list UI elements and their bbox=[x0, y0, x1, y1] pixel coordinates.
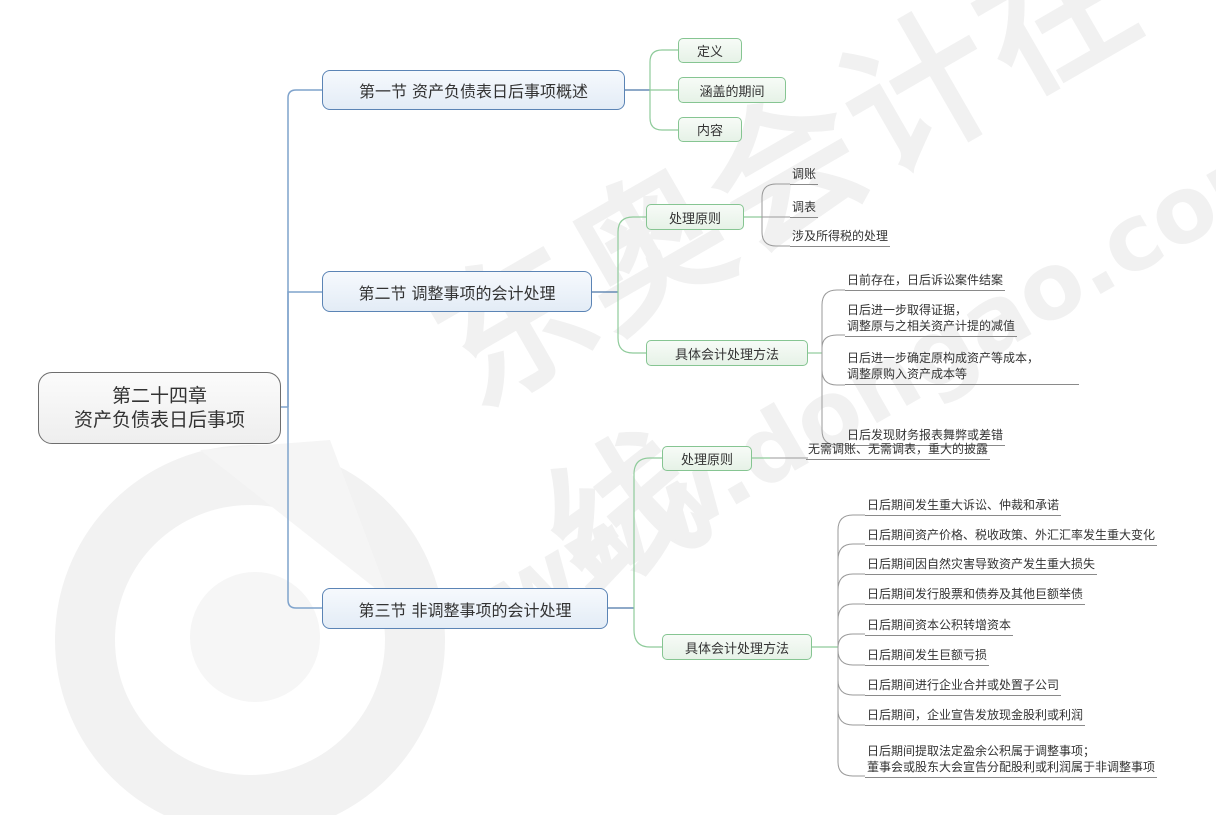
leaf-major-litigation[interactable]: 日后期间发生重大诉讼、仲裁和承诺 bbox=[865, 497, 1062, 516]
section-3-methods[interactable]: 具体会计处理方法 bbox=[662, 634, 812, 660]
section-1-title: 第一节 资产负债表日后事项概述 bbox=[358, 82, 589, 101]
leaf-impairment-evidence[interactable]: 日后进一步取得证据， 调整原与之相关资产计提的减值 bbox=[845, 302, 1018, 337]
leaf-income-tax[interactable]: 涉及所得税的处理 bbox=[790, 228, 891, 247]
leaf-adjust-accounts[interactable]: 调账 bbox=[790, 166, 819, 185]
section-1-child-content[interactable]: 内容 bbox=[678, 117, 742, 142]
root-title-line2: 资产负债表日后事项 bbox=[73, 409, 245, 431]
leaf-capital-reserve[interactable]: 日后期间资本公积转增资本 bbox=[865, 617, 1014, 636]
section-1-child-period[interactable]: 涵盖的期间 bbox=[678, 77, 786, 103]
leaf-disclosure-only[interactable]: 无需调账、无需调表，重大的披露 bbox=[806, 441, 991, 460]
subtopic-label: 内容 bbox=[696, 124, 723, 139]
section-2-topic[interactable]: 第二节 调整事项的会计处理 bbox=[322, 271, 592, 312]
subtopic-label: 具体会计处理方法 bbox=[674, 347, 779, 363]
leaf-huge-loss[interactable]: 日后期间发生巨额亏损 bbox=[865, 647, 990, 666]
section-2-principle[interactable]: 处理原则 bbox=[646, 204, 744, 230]
section-2-title: 第二节 调整事项的会计处理 bbox=[358, 283, 556, 303]
root-title-line1: 第二十四章 bbox=[111, 385, 207, 407]
subtopic-label: 涵盖的期间 bbox=[699, 84, 765, 100]
subtopic-label: 处理原则 bbox=[680, 453, 733, 468]
leaf-asset-cost[interactable]: 日后进一步确定原构成资产等成本， 调整原购入资产成本等 bbox=[845, 350, 1080, 385]
leaf-natural-disaster[interactable]: 日后期间因自然灾害导致资产发生重大损失 bbox=[865, 556, 1098, 575]
section-1-child-definition[interactable]: 定义 bbox=[678, 38, 742, 63]
subtopic-label: 具体会计处理方法 bbox=[684, 641, 789, 657]
section-1-topic[interactable]: 第一节 资产负债表日后事项概述 bbox=[322, 70, 625, 110]
section-3-title: 第三节 非调整事项的会计处理 bbox=[358, 600, 572, 620]
subtopic-label: 定义 bbox=[696, 45, 723, 60]
leaf-merger-disposal[interactable]: 日后期间进行企业合并或处置子公司 bbox=[865, 677, 1062, 696]
root-topic[interactable]: 第二十四章 资产负债表日后事项 bbox=[38, 372, 281, 444]
subtopic-label: 处理原则 bbox=[668, 211, 721, 227]
leaf-price-tax-fx-change[interactable]: 日后期间资产价格、税收政策、外汇汇率发生重大变化 bbox=[865, 527, 1158, 546]
leaf-fraud-error[interactable]: 日后发现财务报表舞弊或差错 bbox=[845, 427, 1006, 446]
leaf-issue-stock-bond[interactable]: 日后期间发行股票和债券及其他巨额举债 bbox=[865, 586, 1086, 605]
section-3-topic[interactable]: 第三节 非调整事项的会计处理 bbox=[322, 588, 608, 629]
leaf-lawsuit-settled[interactable]: 日前存在，日后诉讼案件结案 bbox=[845, 272, 1006, 291]
section-2-methods[interactable]: 具体会计处理方法 bbox=[646, 340, 808, 366]
section-3-principle[interactable]: 处理原则 bbox=[662, 446, 752, 471]
leaf-surplus-reserve-dividend[interactable]: 日后期间提取法定盈余公积属于调整事项； 董事会或股东大会宣告分配股利或利润属于非… bbox=[865, 743, 1158, 778]
leaf-adjust-statements[interactable]: 调表 bbox=[790, 199, 819, 218]
leaf-cash-dividend[interactable]: 日后期间，企业宣告发放现金股利或利润 bbox=[865, 707, 1086, 726]
